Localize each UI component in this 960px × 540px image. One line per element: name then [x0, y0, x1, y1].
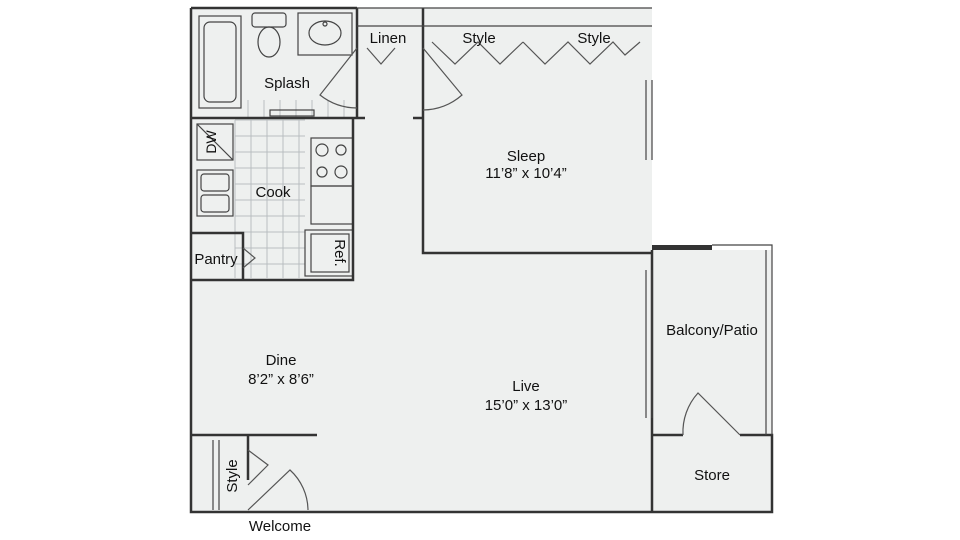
windows [212, 7, 773, 510]
sink-drain [322, 21, 328, 27]
entry-door-swing [247, 469, 309, 511]
window-live-right [645, 270, 653, 418]
window-sleep-right [645, 80, 653, 160]
live-size: 15’0” x 13’0” [485, 397, 568, 414]
style-closet-1-label: Style [462, 30, 495, 47]
dine-label: Dine [266, 352, 297, 369]
style-entry-label: Style [224, 459, 241, 492]
sleep-door-swing [422, 47, 463, 111]
dishwasher-label: DW [203, 130, 219, 154]
sleep-size: 11’8” x 10’4” [485, 165, 566, 182]
bathtub-basin [203, 21, 237, 103]
burner-3 [316, 166, 328, 178]
pantry-label: Pantry [194, 251, 238, 268]
dishwasher [196, 123, 234, 161]
walls [189, 6, 774, 514]
linen-door [366, 47, 396, 65]
outer-wall-left [189, 8, 652, 514]
balcony-rail-dark [652, 245, 712, 250]
burner-4 [334, 165, 348, 179]
linen-label: Linen [370, 30, 407, 47]
sink-basin [308, 20, 342, 46]
cook-label: Cook [255, 184, 291, 201]
window-top [357, 7, 652, 27]
kitchen-fixtures [196, 123, 354, 277]
refrigerator-door [310, 233, 350, 273]
style-door-1 [431, 41, 524, 65]
vanity [297, 12, 353, 56]
floor-fills [191, 8, 772, 512]
pantry-door [242, 247, 256, 269]
bath-door-swing [319, 47, 358, 109]
burner-2 [335, 144, 347, 156]
wall-pantry [191, 231, 245, 280]
wall-sleep [421, 8, 652, 255]
welcome-label: Welcome [249, 518, 311, 535]
bath-bench [269, 109, 315, 117]
kitchen-sink-bowl-1 [200, 173, 230, 192]
balcony-floor [652, 250, 772, 435]
kitchen-sink [196, 169, 234, 217]
kitchen-tiles [234, 100, 345, 278]
burner-1 [315, 143, 329, 157]
wall-kitchen-bottom [191, 118, 355, 282]
room-labels: Splash Linen Style Style Sleep 11’8” x 1… [194, 30, 758, 535]
bathroom-fixtures [198, 12, 353, 117]
window-entry [212, 440, 220, 510]
store-door-swing [682, 392, 741, 436]
wall-store [652, 433, 774, 514]
store-label: Store [694, 467, 730, 484]
kitchen-sink-bowl-2 [200, 194, 230, 213]
sleep-label: Sleep [507, 148, 545, 165]
entry-closet-door [247, 449, 269, 486]
style-door-2 [522, 41, 641, 65]
toilet-bowl [257, 26, 281, 58]
store-floor [652, 435, 772, 512]
splash-label: Splash [264, 75, 310, 92]
balcony-label: Balcony/Patio [666, 322, 758, 339]
dishwasher-x1 [196, 123, 234, 161]
style-closet-2-label: Style [577, 30, 610, 47]
bathtub [198, 15, 242, 109]
main-floor [191, 8, 652, 512]
dine-size: 8’2” x 8’6” [248, 371, 314, 388]
refrigerator-label: Ref. [331, 239, 348, 267]
live-label: Live [512, 378, 540, 395]
closet-doors [242, 41, 741, 511]
wall-entry [191, 433, 317, 480]
balcony-rail [712, 244, 773, 435]
